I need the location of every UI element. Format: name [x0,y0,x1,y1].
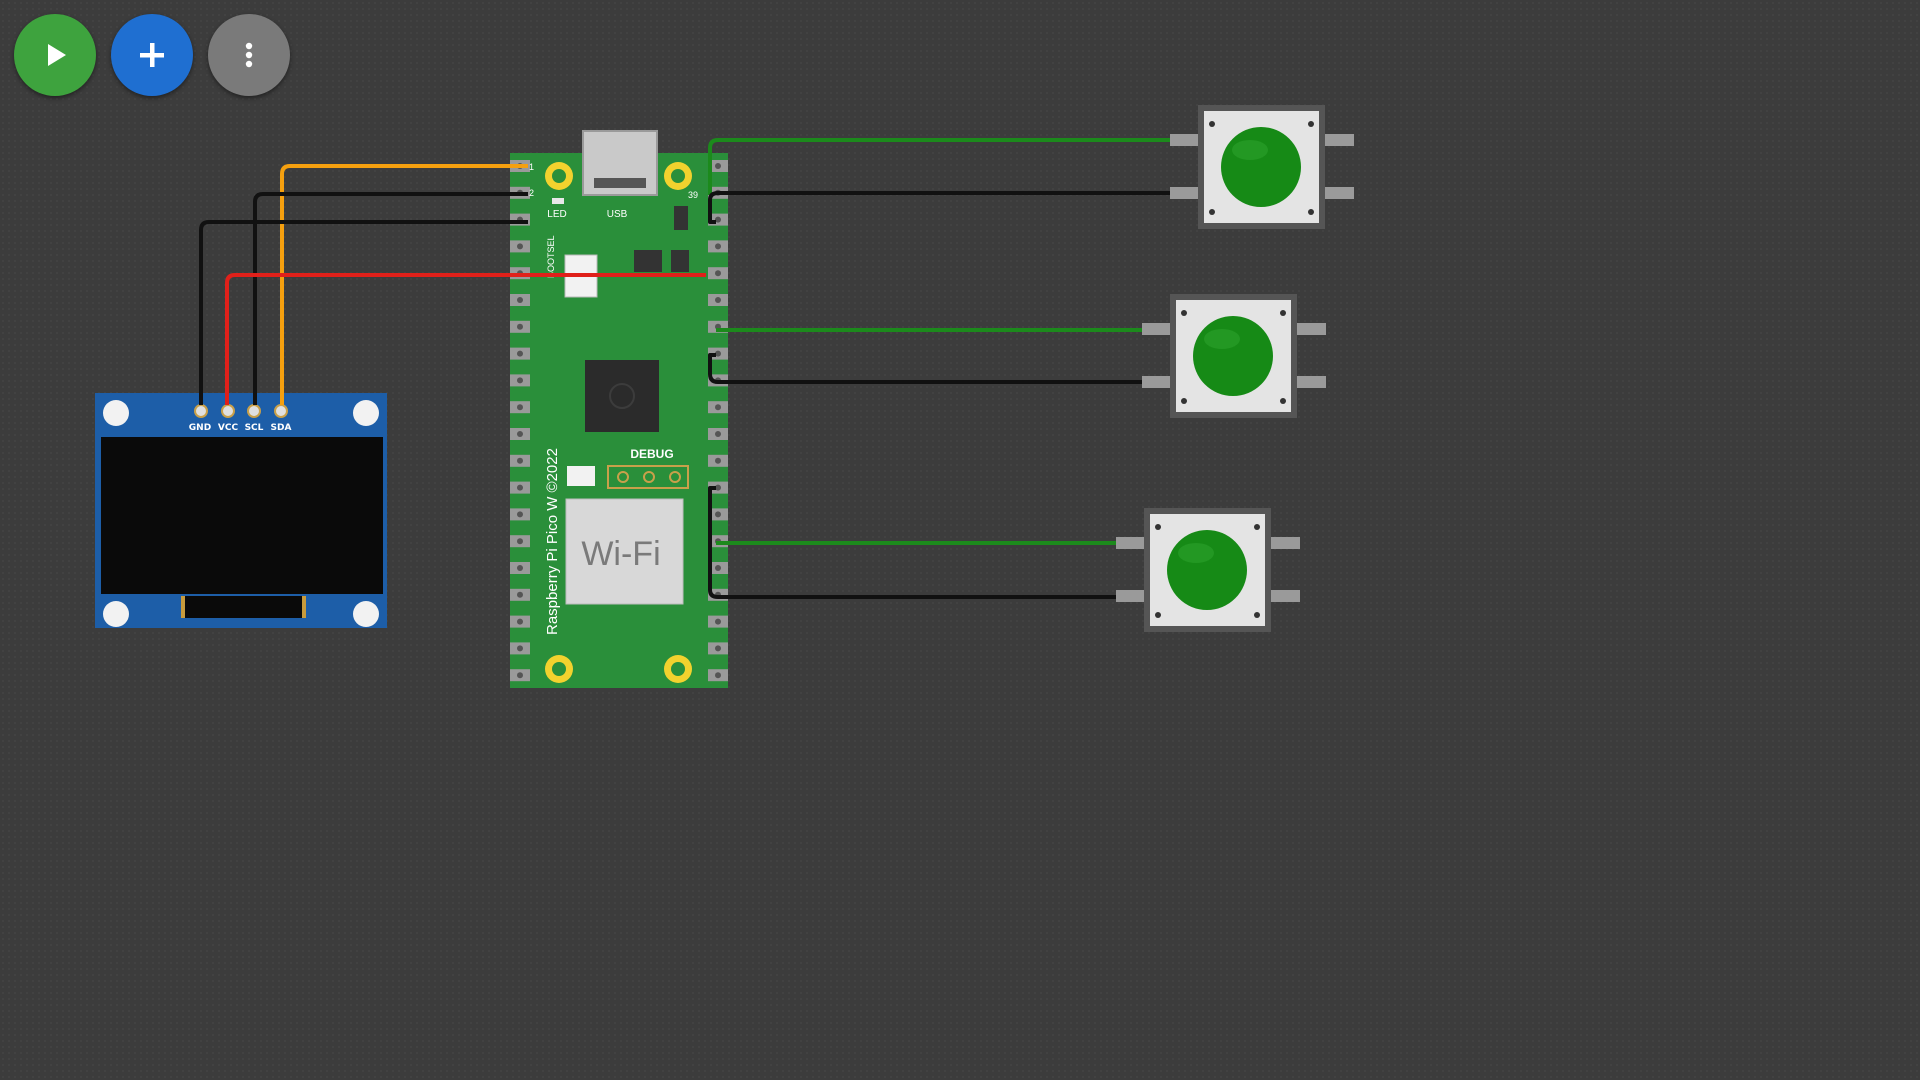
pico-pin-hole [517,618,523,625]
pico-right-pin-row[interactable] [708,160,728,682]
wire-button1-ground [708,191,1172,224]
simulator-toolbar [14,14,290,96]
add-part-button[interactable] [111,14,193,96]
wifi-module [565,498,684,605]
pico-pin-hole [517,645,523,652]
oled-screen [101,437,383,594]
pico-pin-hole [517,431,523,437]
oled-pin-sda-label: SDA [271,423,292,433]
wifi-label: Wi-Fi [581,535,660,573]
pico-pin-hole [715,243,721,250]
pico-pin-hole [715,645,721,652]
board-name-label: Raspberry Pi Pico W ©2022 [544,448,561,635]
pushbutton-1[interactable] [1170,105,1354,229]
pushbutton-1-cap [1221,127,1301,207]
pico-pin-hole [517,404,523,411]
pico-pin-hole [517,297,523,303]
pushbutton-2-cap [1193,316,1273,396]
pico-pin-hole [517,511,523,518]
pico-pin-hole [715,457,721,464]
onboard-led [552,198,564,204]
pico-pin-hole [517,538,523,545]
pin-39-label: 39 [688,190,698,200]
pico-pin-hole [517,377,523,384]
pico-pin-hole [715,297,721,303]
debug-label: DEBUG [630,447,673,461]
pico-pin-hole [715,565,721,571]
wire-vcc [225,273,706,405]
pushbutton-2[interactable] [1142,294,1326,418]
pico-pin-hole [517,350,523,357]
oled-display[interactable]: GND VCC SCL SDA [95,393,387,628]
wire-scl [253,192,528,405]
pico-pin-hole [715,511,721,518]
wire-gnd [199,220,528,405]
oled-pin-headers [194,404,288,418]
oled-pin-gnd-label: GND [189,423,211,433]
pin-1-label: 1 [529,162,534,172]
play-icon [48,44,66,66]
kebab-menu-icon [245,42,253,68]
pico-pin-hole [517,484,523,491]
pico-pin-hole [715,404,721,411]
pico-pin-hole [517,672,523,679]
pico-pin-hole [715,216,721,223]
start-simulation-button[interactable] [14,14,96,96]
plus-icon [140,43,164,67]
pin-2-label: 2 [529,188,534,198]
pushbutton-3-cap [1167,530,1247,610]
pico-pin-hole [517,565,523,571]
usb-label: USB [607,209,628,220]
pico-pin-hole [715,270,721,277]
pico-pin-hole [517,591,523,598]
oled-pin-vcc-label: VCC [218,423,239,433]
wire-sda [280,164,528,405]
rp2040-chip [585,360,659,432]
pico-pin-hole [715,431,721,437]
wire-button2-ground [708,353,1144,384]
led-label: LED [547,209,566,220]
pico-pin-hole [715,163,721,169]
more-options-button[interactable] [208,14,290,96]
pico-pin-hole [517,457,523,464]
pico-pin-hole [517,323,523,330]
bootsel-label: BOOTSEL [546,235,556,278]
pico-pin-hole [715,484,721,491]
wires[interactable] [199,138,1172,599]
raspberry-pi-pico-w[interactable]: LED USB 1 2 39 BOOTSEL DEBUG Wi-Fi Raspb… [510,130,728,688]
pico-pin-hole [715,618,721,625]
oled-pin-scl-label: SCL [245,423,264,433]
pico-pin-hole [517,243,523,250]
pico-pin-hole [715,350,721,357]
wire-button3-ground [708,486,1118,599]
pushbutton-3[interactable] [1116,508,1300,632]
pico-pin-hole [715,672,721,679]
wire-button1-signal [708,138,1172,195]
